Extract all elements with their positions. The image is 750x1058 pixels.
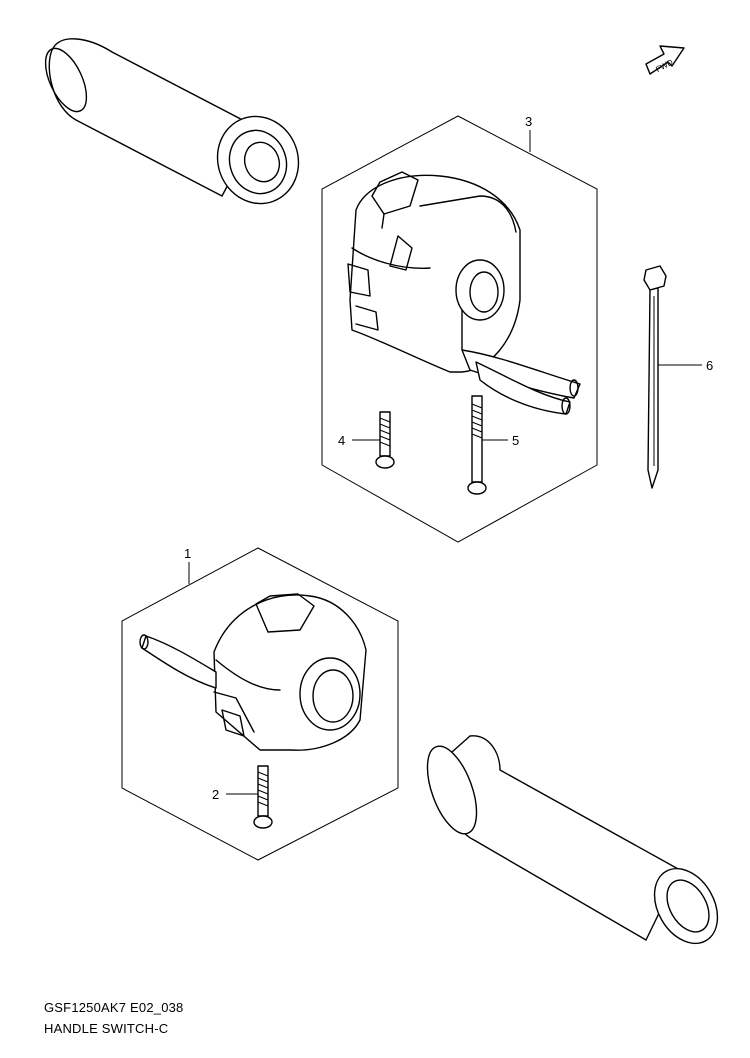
callout-2: 2	[212, 787, 219, 802]
screw-part-2	[253, 765, 273, 829]
forward-arrow-icon: FWD	[645, 45, 685, 75]
handle-switch-left	[139, 593, 367, 751]
callout-1: 1	[184, 546, 191, 561]
callout-3: 3	[525, 114, 532, 129]
left-handle-grip	[44, 38, 300, 205]
screw-part-4	[375, 411, 395, 469]
diagram-title: HANDLE SWITCH-C	[44, 1021, 169, 1036]
group-outline-part-3	[321, 115, 598, 543]
right-handle-grip	[426, 735, 719, 945]
callout-5: 5	[512, 433, 519, 448]
cable-tie-part-6	[643, 265, 667, 489]
callout-6: 6	[706, 358, 713, 373]
handle-switch-right	[347, 171, 581, 415]
callout-4: 4	[338, 433, 345, 448]
diagram-code: GSF1250AK7 E02_038	[44, 1000, 184, 1015]
group-outline-part-1	[121, 547, 399, 861]
screw-part-5	[467, 395, 487, 495]
